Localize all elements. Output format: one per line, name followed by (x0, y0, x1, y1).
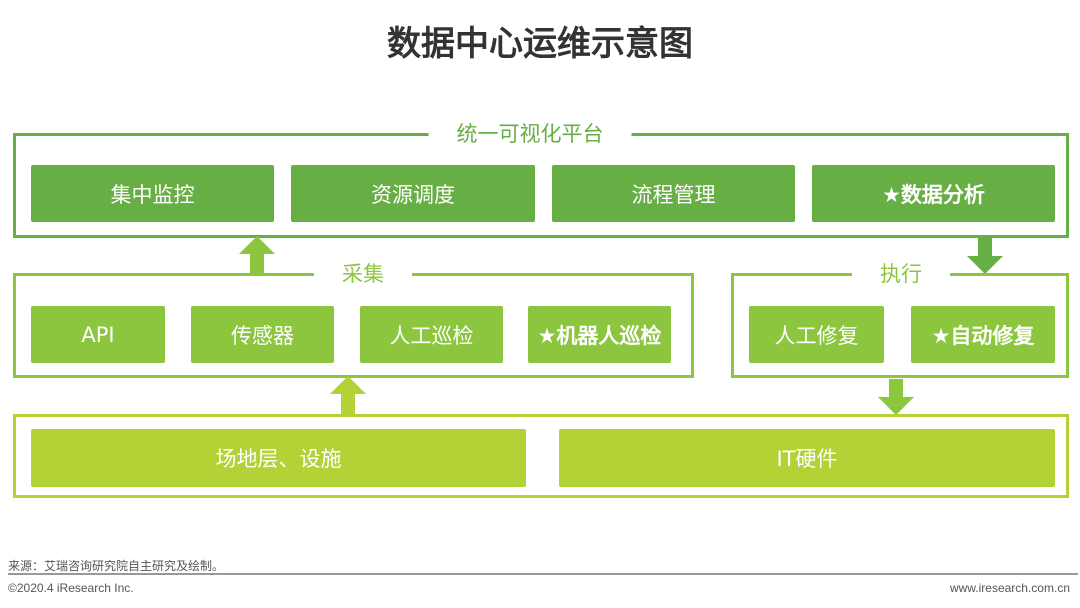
execute-item-auto-repair: ★自动修复 (911, 306, 1055, 363)
execute-item-manual-repair: 人工修复 (749, 306, 884, 363)
website-link[interactable]: www.iresearch.com.cn (949, 581, 1070, 595)
source-note: 来源：艾瑞咨询研究院自主研究及绘制。 (8, 559, 225, 573)
execute-label: 执行 (852, 259, 950, 289)
collect-item-robot-inspection: ★机器人巡检 (528, 306, 671, 363)
base-item-facilities: 场地层、设施 (31, 429, 526, 487)
up-arrow-icon (239, 236, 275, 274)
platform-item-monitoring: 集中监控 (31, 165, 274, 222)
collect-item-api: API (31, 306, 165, 363)
platform-item-process: 流程管理 (552, 165, 795, 222)
collect-item-sensor: 传感器 (191, 306, 334, 363)
base-frame (13, 414, 1069, 498)
down-arrow-icon (878, 379, 914, 415)
collect-label: 采集 (314, 259, 412, 289)
page-title: 数据中心运维示意图 (387, 24, 693, 64)
execute-frame: 执行 (731, 259, 1069, 378)
platform-item-analysis: ★数据分析 (812, 165, 1055, 222)
copyright: ©2020.4 iResearch Inc. (8, 581, 134, 595)
platform-label: 统一可视化平台 (428, 119, 632, 149)
platform-frame: 统一可视化平台 (13, 119, 1069, 238)
base-item-it-hardware: IT硬件 (559, 429, 1055, 487)
platform-item-scheduling: 资源调度 (291, 165, 535, 222)
down-arrow-icon (967, 236, 1003, 274)
footer-divider (8, 573, 1078, 575)
collect-frame: 采集 (13, 259, 694, 378)
up-arrow-icon (330, 376, 366, 414)
collect-item-manual-inspection: 人工巡检 (360, 306, 503, 363)
